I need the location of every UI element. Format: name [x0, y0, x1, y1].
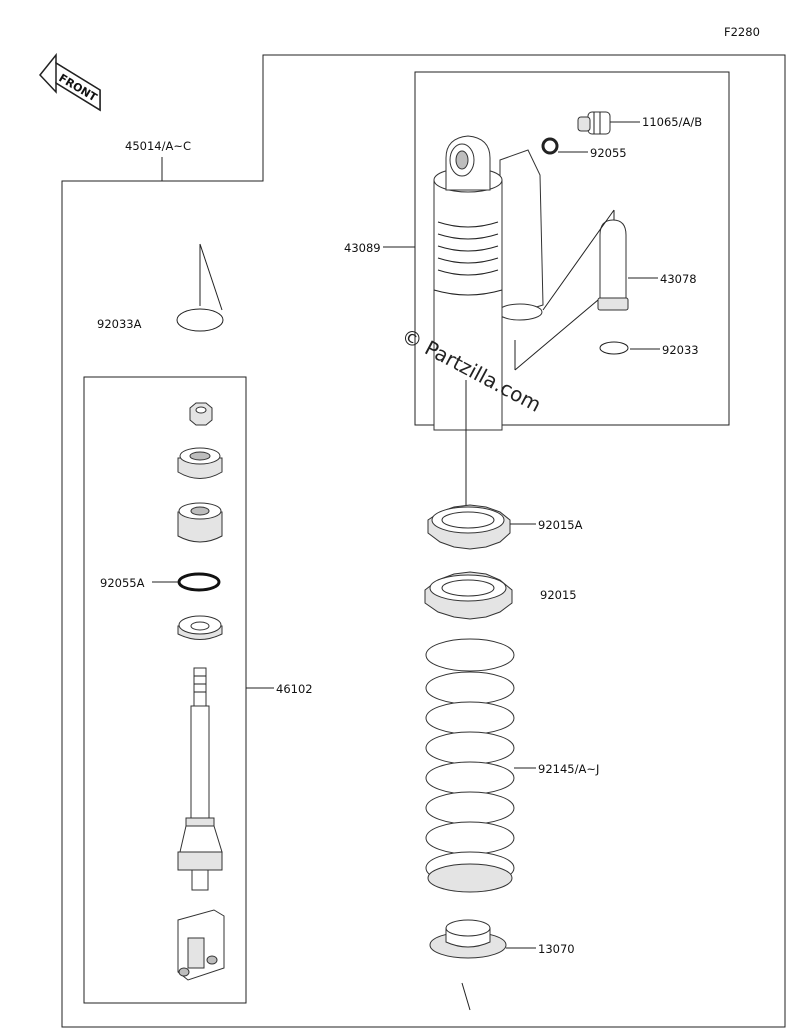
- spring-seat: [429, 919, 507, 959]
- o-ring-top: [541, 137, 559, 155]
- circlip-right: [599, 341, 629, 355]
- top-bushing: [177, 447, 223, 479]
- callout-rod-assembly: 46102: [276, 682, 313, 696]
- callout-locknut: 92015: [540, 588, 577, 602]
- reservoir-cap: [577, 111, 611, 135]
- callout-spring-seat: 13070: [538, 942, 575, 956]
- locknut: [424, 571, 513, 620]
- rod-assembly-box: [83, 376, 247, 1004]
- locknut-a: [427, 504, 511, 550]
- piston: [177, 502, 223, 543]
- callout-assembly: 45014/A~C: [125, 139, 191, 153]
- piston-rod: [177, 667, 223, 891]
- rod-nut: [189, 402, 213, 426]
- figure-code: F2280: [724, 25, 760, 39]
- callout-circlip-left: 92033A: [97, 317, 142, 331]
- callout-spring: 92145/A~J: [538, 762, 599, 776]
- shock-body-box: [414, 71, 730, 426]
- callout-bladder: 43078: [660, 272, 697, 286]
- callout-reservoir-cap: 11065/A/B: [642, 115, 702, 129]
- callout-locknut-a: 92015A: [538, 518, 583, 532]
- spring: [425, 638, 515, 893]
- circlip-left: [176, 308, 224, 332]
- callout-o-ring-left: 92055A: [100, 576, 145, 590]
- front-arrow-icon: FRONT: [39, 52, 101, 112]
- assembly-outline: [61, 54, 786, 1028]
- seal-cap: [177, 615, 223, 640]
- callout-o-ring-top: 92055: [590, 146, 627, 160]
- shock-body: [433, 135, 544, 431]
- clevis: [177, 909, 225, 981]
- callout-circlip-right: 92033: [662, 343, 699, 357]
- callout-shock-body: 43089: [344, 241, 381, 255]
- bladder: [597, 219, 629, 311]
- o-ring-left: [177, 572, 221, 592]
